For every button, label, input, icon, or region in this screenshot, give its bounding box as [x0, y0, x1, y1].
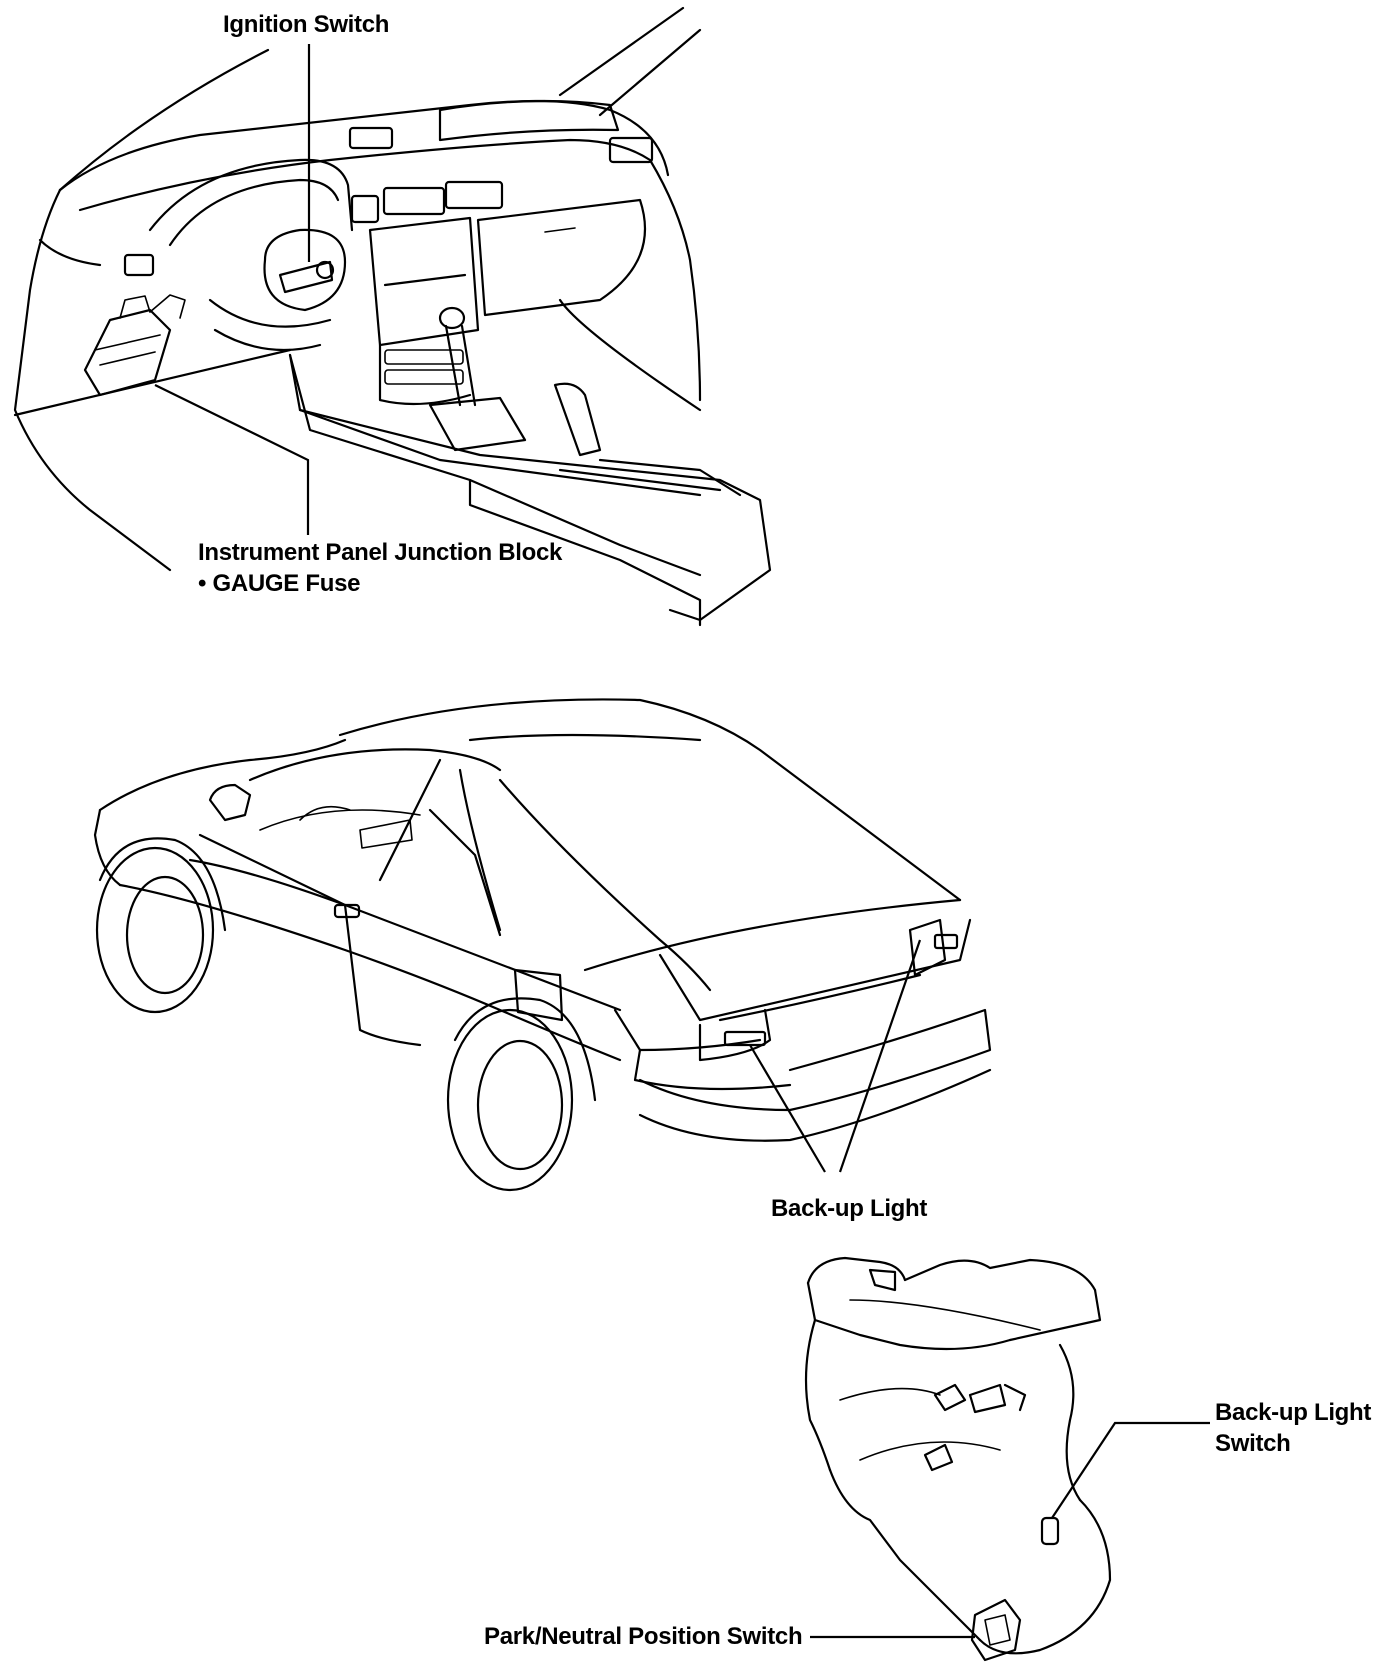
label-backup-light-switch-line2: Switch [1215, 1430, 1291, 1457]
label-junction-block: Instrument Panel Junction Block [198, 539, 563, 566]
label-backup-light: Back-up Light [771, 1195, 928, 1222]
label-gauge-fuse: • GAUGE Fuse [198, 570, 361, 597]
label-backup-light-switch-line1: Back-up Light [1215, 1399, 1372, 1426]
label-ignition-switch: Ignition Switch [223, 11, 390, 38]
label-park-neutral-switch: Park/Neutral Position Switch [484, 1623, 803, 1650]
